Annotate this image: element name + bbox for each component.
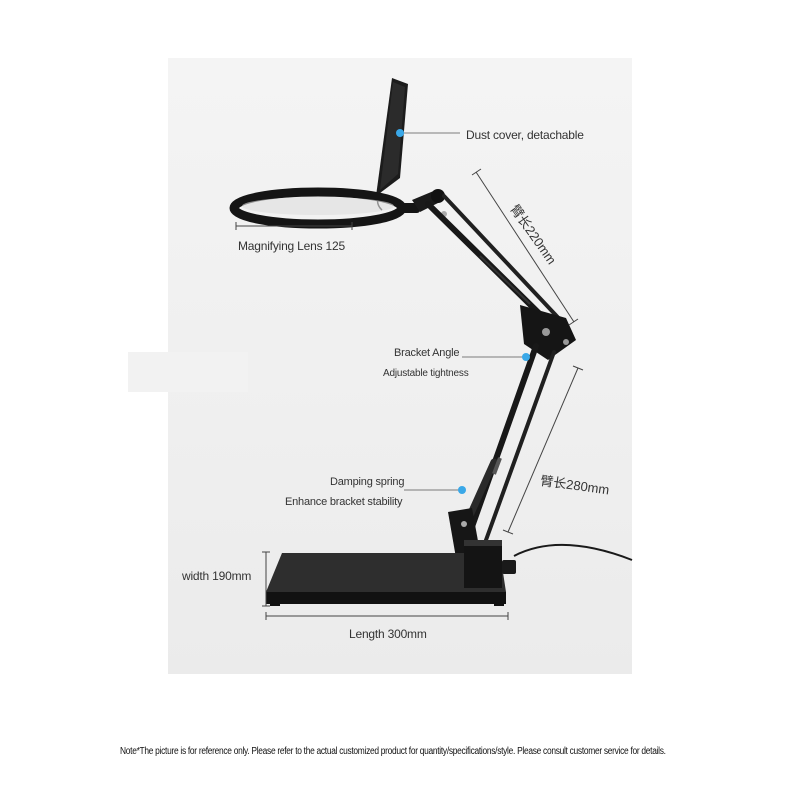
adjustable-tightness-label: Adjustable tightness [383,368,469,379]
enhance-stability-label: Enhance bracket stability [285,496,403,508]
callout-lines [400,132,526,491]
dust-cover [376,78,408,211]
width-dimension-label: width 190mm [182,569,252,583]
magnifying-lens-label: Magnifying Lens 125 [238,239,345,253]
dust-cover-label: Dust cover, detachable [466,128,584,142]
dimension-lines [235,168,584,620]
damping-spring-label: Damping spring [330,476,405,488]
lamp-base [266,540,633,606]
photo-edge-haze [128,352,248,392]
magnifier-ring [229,187,420,229]
upper-arm [412,189,576,360]
length-dimension-label: Length 300mm [349,627,427,641]
callout-dots [396,129,530,494]
disclaimer-note: Note*The picture is for reference only. … [120,746,666,757]
bracket-angle-label: Bracket Angle [394,347,460,359]
